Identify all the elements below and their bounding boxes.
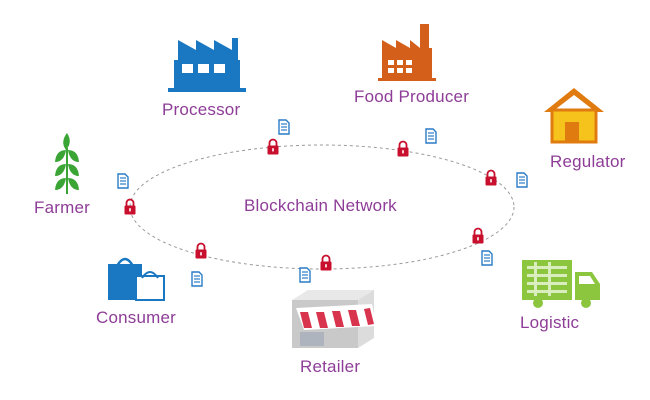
document-icon [299,267,311,283]
storefront-icon [292,290,376,348]
document-icon [425,128,437,144]
logistic-label: Logistic [520,313,580,332]
shopping-bags-icon [108,257,165,301]
locks-group [124,138,497,271]
document-icon [191,271,203,287]
regulator-label: Regulator [550,152,626,171]
house-icon [544,88,604,144]
wheat-icon [55,133,79,194]
document-icon [481,250,493,266]
farmer-label: Farmer [34,198,90,217]
factory-icon [168,38,246,92]
factory-chimney-icon [378,24,436,81]
documents-group [117,119,528,287]
padlock-icon [267,138,279,155]
consumer-label: Consumer [96,308,177,327]
document-icon [278,119,290,135]
padlock-icon [485,169,497,186]
food-producer-label: Food Producer [354,87,470,106]
padlock-icon [320,254,332,271]
network-label: Blockchain Network [244,196,397,215]
retailer-label: Retailer [300,357,361,376]
truck-icon [522,260,600,308]
document-icon [117,173,129,189]
padlock-icon [195,242,207,259]
document-icon [516,172,528,188]
padlock-icon [397,140,409,157]
padlock-icon [124,198,136,215]
processor-label: Processor [162,100,241,119]
padlock-icon [472,227,484,244]
